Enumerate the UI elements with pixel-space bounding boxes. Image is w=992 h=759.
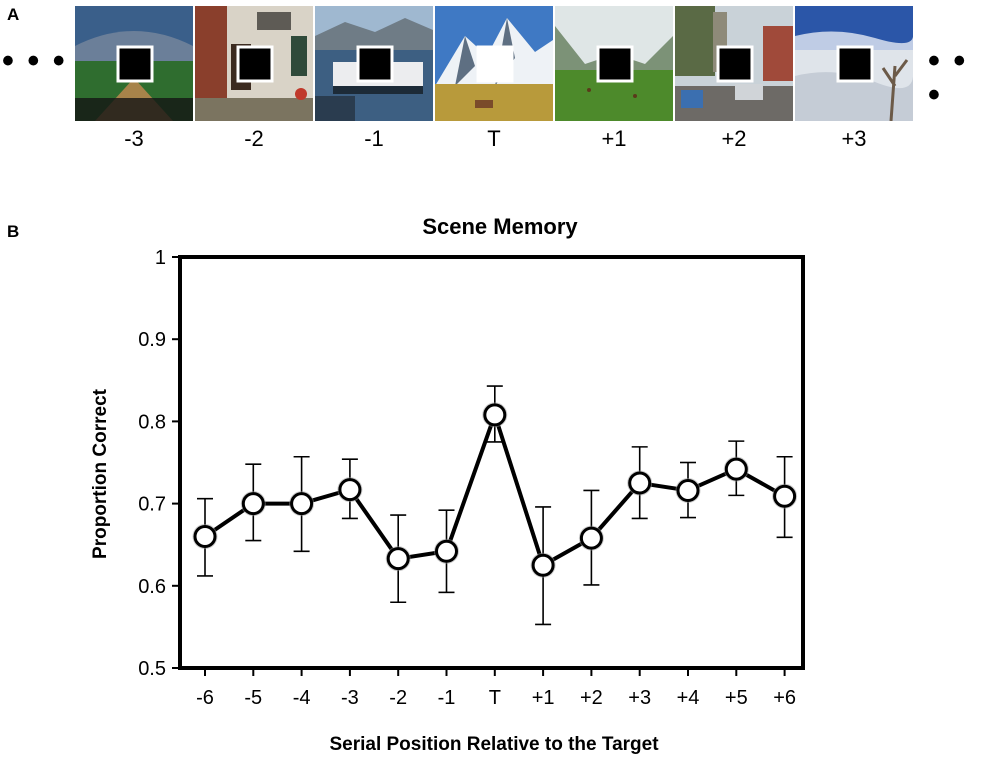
x-tick-label: -3	[341, 687, 359, 709]
scene-thumbnail-stadium	[75, 6, 193, 121]
thumbnail-label: -3	[124, 126, 144, 151]
data-point	[241, 492, 265, 516]
x-tick-label: -1	[438, 687, 456, 709]
thumbnail-label: T	[487, 126, 501, 151]
x-tick-label: T	[489, 687, 501, 709]
probe-square-black	[356, 45, 394, 83]
data-point	[386, 547, 410, 571]
scene-thumbnail-building	[195, 6, 313, 121]
probe-square-black	[236, 45, 274, 83]
data-point	[290, 492, 314, 516]
x-tick-label: +3	[628, 687, 651, 709]
x-tick-label: +4	[677, 687, 700, 709]
probe-square-black	[716, 45, 754, 83]
data-point	[483, 403, 507, 427]
y-tick-label: 0.6	[138, 576, 166, 598]
y-tick-label: 0.5	[138, 658, 166, 680]
y-tick-label: 0.9	[138, 329, 166, 351]
x-tick-label: +5	[725, 687, 748, 709]
scene-thumbnail-harbor	[315, 6, 433, 121]
data-point	[193, 524, 217, 548]
scene-thumbnail-mountain	[435, 6, 553, 121]
probe-square-white	[476, 45, 514, 83]
data-point	[531, 553, 555, 577]
x-tick-label: +1	[532, 687, 555, 709]
ellipsis-left: • • •	[2, 42, 67, 80]
thumbnail-label: +2	[721, 126, 747, 151]
x-tick-label: -6	[196, 687, 214, 709]
data-point	[773, 484, 797, 508]
data-point	[435, 539, 458, 563]
y-tick-label: 0.8	[138, 411, 166, 433]
thumbnail-label: -1	[364, 126, 384, 151]
panel-a-letter: A	[7, 5, 20, 24]
panel-b-letter: B	[7, 222, 20, 241]
chart-title: Scene Memory	[422, 214, 578, 239]
x-tick-label: -5	[244, 687, 262, 709]
y-tick-label: 1	[155, 247, 166, 269]
scene-thumbnail-snow	[795, 6, 913, 121]
y-axis: 0.5 0.6 0.7 0.8 0.9 1	[138, 247, 180, 680]
y-tick-label: 0.7	[138, 494, 166, 516]
x-tick-label: +6	[773, 687, 796, 709]
x-tick-label: -4	[293, 687, 311, 709]
probe-square-black	[116, 45, 154, 83]
data-point	[579, 526, 603, 550]
ellipsis-right: • • •	[928, 42, 968, 114]
data-points	[192, 402, 798, 578]
thumbnail-label: -2	[244, 126, 264, 151]
data-point	[676, 478, 700, 502]
scene-thumbnail-meadow	[555, 6, 673, 121]
thumbnail-label: +3	[841, 126, 867, 151]
scene-thumbnail-street	[675, 6, 793, 121]
x-axis-label: Serial Position Relative to the Target	[329, 734, 659, 755]
probe-square-black	[836, 45, 874, 83]
data-point	[724, 457, 748, 481]
x-tick-label: +2	[580, 687, 603, 709]
probe-square-black	[596, 45, 634, 83]
x-tick-label: -2	[389, 687, 407, 709]
thumbnail-label: +1	[601, 126, 627, 151]
x-axis: -6 -5 -4 -3 -2 -1 T +1 +2 +3 +4 +5 +6	[196, 668, 796, 709]
y-axis-label: Proportion Correct	[90, 388, 111, 559]
plot-area-frame	[178, 255, 805, 670]
data-point	[628, 471, 652, 495]
data-point	[338, 478, 362, 502]
